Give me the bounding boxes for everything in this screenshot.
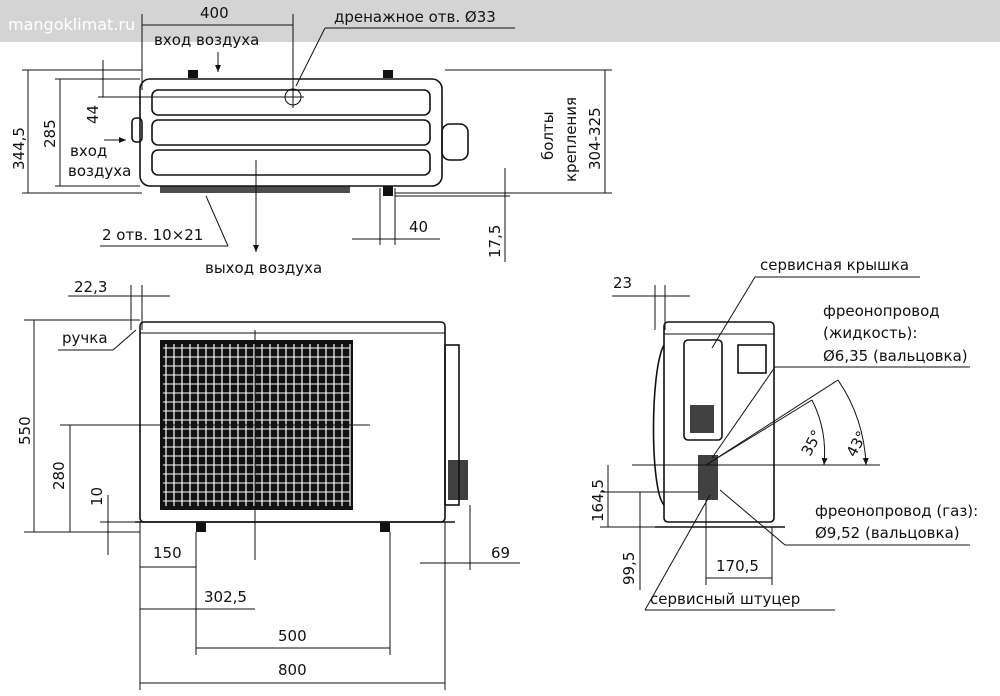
height-285-label: 285 (41, 119, 59, 148)
arc-35 (811, 399, 828, 466)
bolts-label-1: болты (539, 111, 557, 160)
top-banner (0, 0, 1000, 42)
dim-150-label: 150 (153, 544, 182, 562)
fin-slot (151, 89, 431, 116)
liquid-label-1: фреонопровод (823, 302, 940, 320)
handle-stub (131, 117, 143, 143)
terminal-block (690, 405, 714, 433)
service-cover-label: сервисная крышка (760, 256, 909, 274)
dim-10-label: 10 (88, 487, 106, 506)
gas-label-1: фреонопровод (газ): (815, 502, 978, 520)
leader-line (711, 276, 756, 349)
watermark: mangoklimat.ru (8, 15, 135, 34)
leader-line (112, 329, 137, 351)
dim-302-label: 302,5 (204, 588, 247, 606)
leader-line (644, 494, 711, 611)
unit-side-body (663, 321, 775, 523)
dim-69-label: 69 (491, 544, 510, 562)
front-view: 22,3 ручка 550 280 10 (16, 278, 520, 690)
rear-guard (652, 344, 665, 506)
height-164-label: 164,5 (589, 479, 607, 522)
dim-17-label: 17,5 (486, 225, 504, 258)
angle-ray-43 (705, 379, 839, 466)
bottom-grille (160, 186, 350, 193)
dim-800-label: 800 (278, 661, 307, 679)
foot (196, 522, 206, 532)
air-outlet-label: выход воздуха (205, 259, 322, 277)
foot (383, 186, 393, 196)
drain-hole-label: дренажное отв. Ø33 (334, 8, 496, 26)
dim-400-label: 400 (200, 4, 229, 22)
fin-slot (151, 119, 431, 146)
dim-23-label: 23 (613, 274, 632, 292)
angle-35-label: 35° (798, 427, 826, 459)
handle-label: ручка (62, 329, 108, 347)
valve-block (448, 460, 468, 500)
liquid-label-3: Ø6,35 (вальцовка) (823, 347, 968, 365)
bolts-label-3: 304-325 (586, 107, 604, 170)
service-cover (683, 339, 723, 441)
angle-ray-35 (705, 399, 813, 466)
gas-label-2: Ø9,52 (вальцовка) (815, 524, 960, 542)
dim-500-label: 500 (278, 627, 307, 645)
height-280-label: 280 (50, 461, 68, 490)
valves (698, 455, 718, 500)
unit-top-body (139, 78, 443, 187)
holes-label: 2 отв. 10×21 (102, 226, 203, 244)
air-inlet-top-label: вход воздуха (154, 31, 259, 49)
leader-line (295, 27, 326, 87)
angle-43-label: 43° (843, 428, 871, 460)
arc-43 (837, 379, 869, 466)
leader-line (711, 366, 776, 459)
foot (383, 70, 393, 78)
valve-panel (444, 344, 460, 506)
leader-line (205, 195, 229, 247)
dim-44-label: 44 (84, 105, 102, 124)
air-inlet-left-label: вход (70, 142, 107, 160)
bolts-label-2: крепления (562, 97, 580, 182)
liquid-label-2: (жидкость): (823, 324, 917, 342)
foot (380, 522, 390, 532)
side-view: 23 сервисная крышка фреонопровод (жидкос… (589, 256, 978, 611)
top-view: 400 вход воздуха дренажное отв. Ø33 344,… (10, 4, 612, 277)
valve-cap (441, 123, 469, 161)
foot (188, 70, 198, 78)
height-344-label: 344,5 (10, 127, 28, 170)
service-port-label: сервисный штуцер (650, 590, 800, 608)
dim-40-label: 40 (409, 218, 428, 236)
dim-22-label: 22,3 (74, 278, 107, 296)
leader-line (719, 489, 786, 546)
fin-slot (151, 149, 431, 176)
air-inlet-left-label-2: воздуха (68, 162, 131, 180)
height-99-label: 99,5 (620, 552, 638, 585)
inspection-window (737, 344, 767, 374)
dim-170-label: 170,5 (716, 557, 759, 575)
height-550-label: 550 (16, 416, 34, 445)
